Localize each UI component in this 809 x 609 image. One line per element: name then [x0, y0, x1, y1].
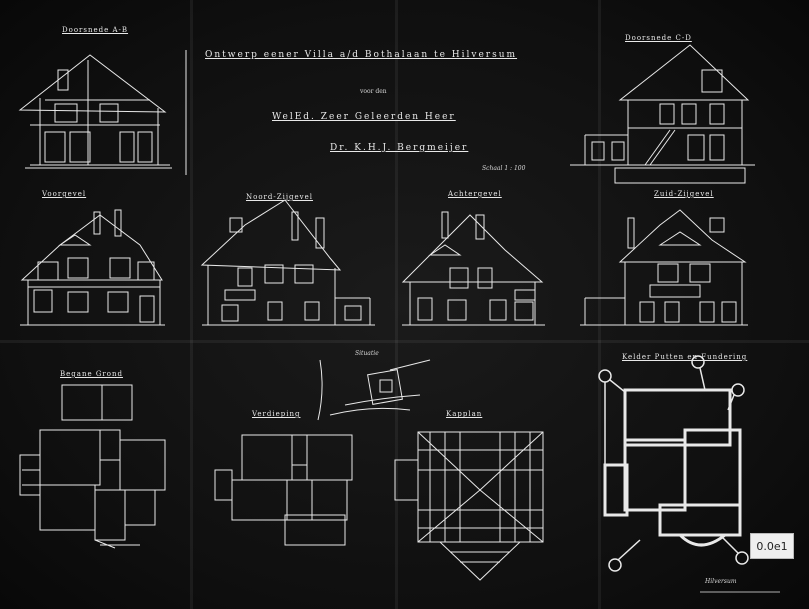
front-elevation: [20, 209, 165, 326]
fold-line-vertical: [190, 0, 193, 609]
title-line-2: voor den: [360, 88, 387, 95]
cellar-plan-label: Kelder Putten en Fundering: [622, 353, 748, 361]
south-facade-label: Zuid-Zijgevel: [654, 190, 714, 198]
ground-floor-plan: [19, 384, 166, 549]
section-ab-label: Doorsnede A-B: [62, 26, 129, 34]
title-line-1: Ontwerp eener Villa a/d Bothalaan te Hil…: [205, 50, 518, 60]
section-cd-label: Doorsnede C-D: [625, 34, 692, 42]
upper-floor-plan: [214, 434, 353, 546]
title-line-5: Schaal 1 : 100: [482, 165, 526, 172]
fold-line-horizontal: [0, 340, 809, 343]
south-elevation: [580, 209, 748, 326]
rear-elevation: [401, 211, 545, 326]
fold-line-vertical: [598, 0, 601, 609]
title-line-4: Dr. K.H.J. Bergmeijer: [330, 143, 469, 153]
fold-line-vertical: [395, 0, 398, 609]
cellar-foundation-plan: [603, 388, 742, 547]
north-facade-label: Noord-Zijgevel: [246, 193, 313, 201]
archive-stamp: 0.0e1: [750, 533, 794, 559]
roof-plan-label: Kapplan: [446, 410, 483, 418]
front-facade-label: Voorgevel: [42, 190, 87, 198]
foundation-pier-markers: [598, 355, 749, 572]
signature: Hilversum: [705, 578, 737, 585]
site-plan-label: Situatie: [355, 350, 379, 357]
site-plan: [317, 359, 431, 421]
roof-plan: [394, 431, 544, 581]
section-ab-drawing: [18, 54, 172, 169]
ground-floor-label: Begane Grond: [60, 370, 123, 378]
upper-floor-label: Verdieping: [252, 410, 301, 418]
rear-facade-label: Achtergevel: [448, 190, 502, 198]
title-line-3: WelEd. Zeer Geleerden Heer: [272, 112, 456, 122]
north-elevation: [200, 199, 375, 326]
section-cd-drawing: [570, 44, 755, 184]
